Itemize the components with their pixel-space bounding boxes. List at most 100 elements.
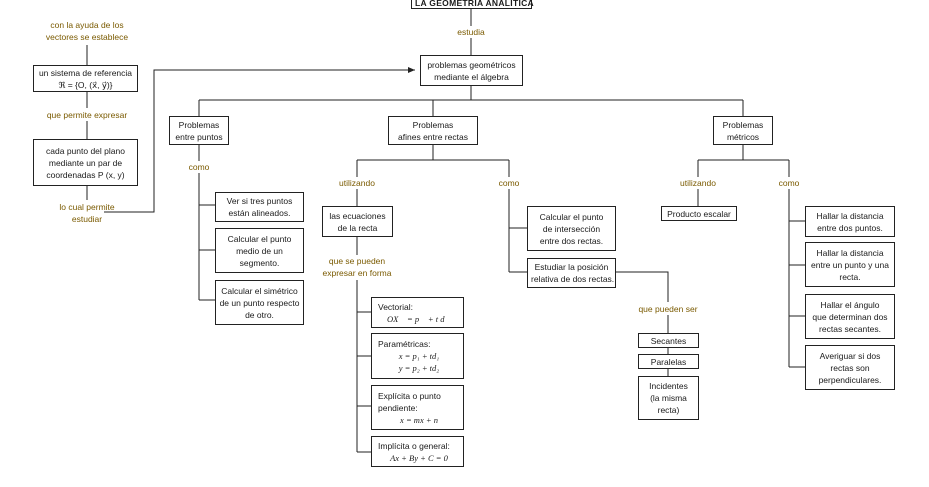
node-problemas-afines-line-1: Problemas — [412, 119, 454, 130]
node-interseccion-line-1: Calcular el punto — [539, 211, 604, 222]
label-utilizando-metricos: utilizando — [668, 177, 728, 189]
label-que-se-pueden: que se pueden expresar en forma — [307, 255, 407, 279]
node-ecuaciones-recta-line-1: las ecuaciones — [329, 210, 386, 221]
label-como-afines: como — [489, 177, 529, 189]
node-simetrico-line-1: Calcular el simétrico — [221, 285, 298, 296]
node-parametricas-line-1: Paramétricas: — [378, 339, 431, 349]
node-cada-punto: cada punto del plano mediante un par de … — [33, 139, 138, 186]
node-sistema-referencia: un sistema de referencia ℜ = {O, (x⃗, y⃗… — [33, 65, 138, 92]
node-perpendiculares-line-2: rectas son — [830, 362, 870, 373]
label-utilizando-afines-text: utilizando — [339, 178, 375, 188]
node-secantes: Secantes — [638, 333, 699, 348]
node-perpendiculares-line-1: Averiguar si dos — [819, 350, 881, 361]
node-paralelas-text: Paralelas — [650, 356, 687, 367]
label-con-ayuda-line-2: vectores se establece — [45, 32, 129, 42]
node-incidentes-line-3: recta) — [657, 405, 680, 415]
node-interseccion-line-2: de intersección — [542, 223, 601, 234]
label-como-puntos: como — [179, 161, 219, 173]
node-paralelas: Paralelas — [638, 354, 699, 369]
node-cada-punto-line-2: mediante un par de — [48, 157, 123, 168]
node-problemas-afines-line-2: afines entre rectas — [398, 131, 468, 142]
node-parametricas: Paramétricas: x = p₁ + td₁ y = p₂ + td₂ — [371, 333, 464, 379]
node-interseccion: Calcular el punto de intersección entre … — [527, 206, 616, 251]
node-parametricas-equation-x: x = p₁ + td₁ — [398, 351, 440, 361]
node-posicion-relativa: Estudiar la posición relativa de dos rec… — [527, 258, 616, 288]
label-que-se-pueden-line-1: que se pueden — [328, 256, 386, 266]
node-posicion-relativa-line-1: Estudiar la posición — [534, 262, 609, 272]
node-sistema-referencia-line-1: un sistema de referencia — [38, 67, 133, 78]
node-interseccion-line-3: entre dos rectas. — [539, 235, 604, 246]
node-problemas-metricos-line-2: métricos — [726, 131, 760, 142]
label-con-ayuda: con la ayuda de los vectores se establec… — [27, 19, 147, 43]
node-vectorial-equation: OX⃗ = p⃗ + t d⃗ — [386, 313, 452, 324]
node-sistema-referencia-line-2: ℜ = {O, (x⃗, y⃗)} — [58, 79, 113, 90]
node-problemas-metricos: Problemas métricos — [713, 116, 773, 145]
node-vectorial: Vectorial: OX⃗ = p⃗ + t d⃗ — [371, 297, 464, 328]
label-que-permite-text: que permite expresar — [46, 110, 128, 120]
node-problemas-entre-puntos-line-2: entre puntos — [175, 131, 223, 142]
label-estudia: estudia — [441, 26, 501, 38]
node-problemas-geometricos: problemas geométricos mediante el álgebr… — [420, 55, 523, 86]
node-distancia-puntos: Hallar la distancia entre dos puntos. — [805, 206, 895, 237]
node-posicion-relativa-line-2: relativa de dos rectas. — [531, 274, 615, 284]
node-punto-medio-line-2: medio de un — [236, 245, 283, 256]
node-perpendiculares-line-3: perpendiculares. — [818, 374, 882, 385]
node-problemas-geometricos-line-2: mediante el álgebra — [434, 71, 509, 82]
node-problemas-geometricos-line-1: problemas geométricos — [427, 59, 516, 70]
node-explicita-line-2: pendiente: — [378, 402, 418, 413]
node-implicita-line-1: Implícita o general: — [378, 440, 450, 451]
node-parametricas-equation-y: y = p₂ + td₂ — [398, 363, 440, 373]
node-simetrico-line-3: de otro. — [245, 309, 274, 320]
diagram-title: LA GEOMETRÍA ANALÍTICA — [411, 0, 534, 9]
label-con-ayuda-line-1: con la ayuda de los — [50, 20, 124, 30]
node-incidentes: Incidentes (la misma recta) — [638, 376, 699, 420]
node-alineados: Ver si tres puntos están alineados. — [215, 192, 304, 222]
node-distancia-puntos-line-1: Hallar la distancia — [816, 210, 884, 221]
node-secantes-text: Secantes — [650, 335, 687, 346]
label-lo-cual-line-1: lo cual permite — [59, 202, 115, 212]
label-como-afines-text: como — [498, 178, 520, 188]
label-como-metricos: como — [769, 177, 809, 189]
node-distancia-recta-line-2: entre un punto y una — [811, 259, 889, 270]
node-ecuaciones-recta-line-2: de la recta — [337, 222, 378, 233]
label-que-permite: que permite expresar — [27, 109, 147, 121]
node-punto-medio-line-1: Calcular el punto — [227, 233, 292, 244]
node-distancia-recta-line-1: Hallar la distancia — [816, 247, 884, 258]
node-problemas-entre-puntos-line-1: Problemas — [178, 119, 220, 130]
node-distancia-puntos-line-2: entre dos puntos. — [817, 222, 883, 233]
node-explicita: Explícita o punto pendiente: x = mx + n — [371, 385, 464, 430]
node-angulo: Hallar el ángulo que determinan dos rect… — [805, 294, 895, 339]
diagram-title-text: LA GEOMETRÍA ANALÍTICA — [415, 0, 534, 8]
node-angulo-line-3: rectas secantes. — [819, 323, 881, 334]
node-incidentes-line-2: (la misma — [650, 393, 687, 403]
node-simetrico-line-2: de un punto respecto — [219, 297, 300, 308]
node-distancia-recta-line-3: recta. — [839, 271, 861, 282]
label-lo-cual-line-2: estudiar — [71, 214, 103, 224]
label-que-se-pueden-line-2: expresar en forma — [322, 268, 392, 278]
node-distancia-recta: Hallar la distancia entre un punto y una… — [805, 242, 895, 287]
label-como-metricos-text: como — [778, 178, 800, 188]
node-explicita-line-1: Explícita o punto — [378, 390, 441, 401]
label-que-pueden-ser-text: que pueden ser — [638, 304, 698, 314]
node-explicita-equation: x = mx + n — [400, 414, 438, 425]
node-producto-escalar: Producto escalar — [661, 206, 737, 221]
node-perpendiculares: Averiguar si dos rectas son perpendicula… — [805, 345, 895, 390]
node-punto-medio: Calcular el punto medio de un segmento. — [215, 228, 304, 273]
node-problemas-afines: Problemas afines entre rectas — [388, 116, 478, 145]
node-ecuaciones-recta: las ecuaciones de la recta — [322, 206, 393, 237]
label-utilizando-metricos-text: utilizando — [680, 178, 716, 188]
node-producto-escalar-text: Producto escalar — [667, 208, 731, 219]
label-lo-cual: lo cual permite estudiar — [37, 201, 137, 225]
label-que-pueden-ser: que pueden ser — [628, 303, 708, 315]
node-problemas-metricos-line-1: Problemas — [722, 119, 764, 130]
node-alineados-line-2: están alineados. — [228, 208, 291, 218]
node-incidentes-line-1: Incidentes — [649, 381, 688, 391]
node-angulo-line-1: Hallar el ángulo — [820, 299, 880, 310]
label-utilizando-afines: utilizando — [327, 177, 387, 189]
label-como-puntos-text: como — [188, 162, 210, 172]
node-alineados-line-1: Ver si tres puntos — [226, 196, 293, 206]
node-vectorial-line-1: Vectorial: — [378, 301, 413, 312]
label-estudia-text: estudia — [457, 27, 485, 37]
node-cada-punto-line-3: coordenadas P (x, y) — [46, 169, 125, 180]
